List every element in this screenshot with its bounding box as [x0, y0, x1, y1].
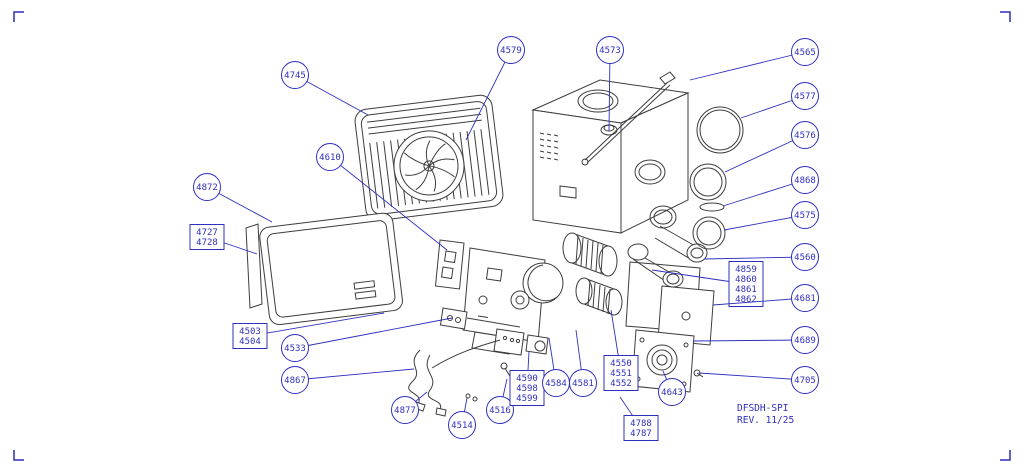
callout-4579: 4579: [465, 36, 525, 141]
callout-4681: 4681: [712, 284, 819, 312]
callout-4705: 4705: [698, 366, 819, 394]
mounting-panel: [657, 285, 715, 346]
svg-text:4860: 4860: [735, 275, 757, 285]
svg-text:4788: 4788: [630, 419, 652, 429]
svg-text:4579: 4579: [500, 46, 522, 56]
control-parts: [465, 328, 549, 402]
drawing-code: DFSDH-SPI: [737, 403, 789, 414]
callout-4516: 4516: [486, 378, 514, 424]
corner-marks: [13, 11, 1011, 461]
svg-text:4504: 4504: [239, 337, 261, 347]
svg-text:4728: 4728: [196, 238, 218, 248]
svg-text:4577: 4577: [794, 92, 816, 102]
door-trim-strip: [245, 223, 263, 309]
svg-text:4877: 4877: [394, 406, 416, 416]
furnace-cabinet: [531, 79, 690, 234]
svg-text:4584: 4584: [545, 379, 567, 389]
drawing-title-block: DFSDH-SPI REV. 11/25: [737, 403, 794, 427]
svg-text:4516: 4516: [489, 406, 511, 416]
callout-4573: 4573: [596, 36, 624, 132]
svg-text:4581: 4581: [572, 379, 594, 389]
callout-4533: 4533: [281, 317, 453, 362]
callout-4560: 4560: [703, 243, 819, 271]
gasket-rings: [689, 106, 744, 250]
svg-text:4573: 4573: [599, 46, 621, 56]
svg-text:4872: 4872: [196, 183, 218, 193]
svg-text:4705: 4705: [794, 376, 816, 386]
thermostat-bracket: [434, 239, 465, 290]
callout-4576: 4576: [724, 121, 819, 173]
svg-text:4861: 4861: [735, 285, 757, 295]
callout-4745: 4745: [281, 61, 369, 116]
svg-text:4560: 4560: [794, 253, 816, 263]
svg-text:4552: 4552: [610, 379, 632, 389]
callout-4868: 4868: [722, 166, 819, 207]
svg-text:4727: 4727: [196, 228, 218, 238]
callout-4689: 4689: [692, 326, 819, 354]
svg-text:4514: 4514: [451, 421, 473, 431]
svg-text:4867: 4867: [284, 376, 306, 386]
burner-assembly: [439, 307, 521, 330]
callout-4581: 4581: [569, 329, 597, 397]
svg-text:4590: 4590: [516, 374, 538, 384]
svg-text:4610: 4610: [319, 153, 341, 163]
svg-text:4643: 4643: [661, 388, 683, 398]
heat-exchanger: [562, 232, 623, 316]
callout-4565: 4565: [689, 38, 819, 81]
svg-text:4599: 4599: [516, 394, 538, 404]
svg-text:4550: 4550: [610, 359, 632, 369]
callout-4514: 4514: [448, 397, 476, 439]
svg-text:4787: 4787: [630, 429, 652, 439]
callout-4610: 4610: [316, 143, 448, 251]
callout-4872: 4872: [193, 173, 273, 223]
wiring-harness: [408, 339, 501, 417]
svg-text:4868: 4868: [794, 176, 816, 186]
front-grille-assembly: [354, 94, 504, 221]
svg-text:4533: 4533: [284, 344, 306, 354]
svg-text:4565: 4565: [794, 48, 816, 58]
svg-text:4598: 4598: [516, 384, 538, 394]
drawing-revision: REV. 11/25: [737, 415, 795, 426]
svg-text:4681: 4681: [794, 294, 816, 304]
svg-text:4689: 4689: [794, 336, 816, 346]
callout-4575: 4575: [723, 201, 819, 231]
igniter: [500, 362, 508, 370]
access-door: [259, 212, 403, 326]
callout-4867: 4867: [281, 366, 415, 394]
callout-4577: 4577: [740, 82, 819, 119]
svg-text:4576: 4576: [794, 131, 816, 141]
exhaust-tube: [581, 71, 676, 166]
callout-4877: 4877: [391, 391, 428, 424]
callout-layer: 4745 4579 4573 4565 4577 4576 4868 4575 4560 4872…: [189, 36, 819, 441]
svg-text:4575: 4575: [794, 211, 816, 221]
svg-text:4859: 4859: [735, 265, 757, 275]
callout-4643: 4643: [658, 370, 686, 406]
motor: [510, 290, 530, 310]
svg-text:4862: 4862: [735, 295, 757, 305]
svg-text:4503: 4503: [239, 327, 261, 337]
svg-text:4745: 4745: [284, 71, 306, 81]
svg-text:4551: 4551: [610, 369, 632, 379]
